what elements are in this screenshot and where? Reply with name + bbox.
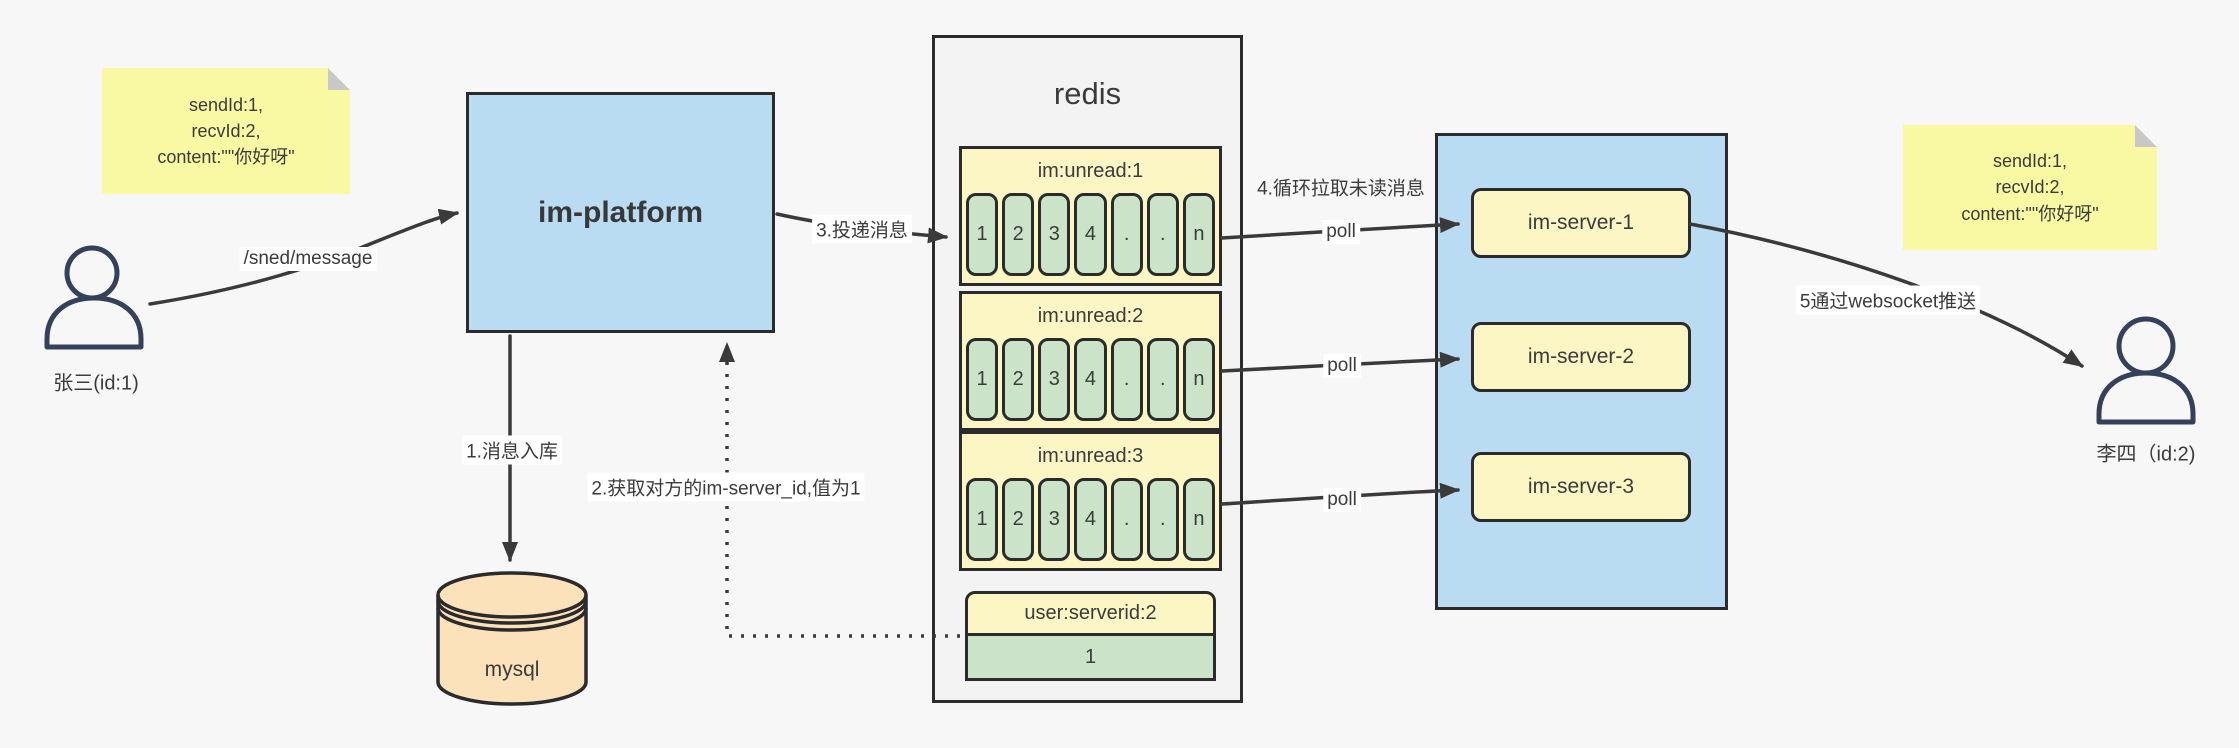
unread-cell: 4 xyxy=(1074,338,1107,421)
unread-cell: n xyxy=(1182,193,1215,276)
unread-list-1-cells: 1 2 3 4 . . n xyxy=(962,193,1219,283)
edge-label-poll-1: poll xyxy=(1322,220,1360,244)
unread-list-2: im:unread:2 1 2 3 4 . . n xyxy=(959,291,1222,431)
im-platform-title: im-platform xyxy=(538,195,703,229)
note-line: recvId:2, xyxy=(191,120,261,141)
user-serverid-box: user:serverid:2 1 xyxy=(965,591,1216,681)
unread-cell: 4 xyxy=(1074,478,1107,561)
unread-cell: 3 xyxy=(1038,193,1071,276)
unread-list-2-name: im:unread:2 xyxy=(1037,304,1144,327)
user-serverid-key: user:serverid:2 xyxy=(965,591,1216,636)
im-server-2-label: im-server-2 xyxy=(1527,345,1635,368)
edge-label-poll-2: poll xyxy=(1323,354,1361,378)
unread-cell: . xyxy=(1146,338,1179,421)
note-fold-corner-icon xyxy=(328,68,350,90)
im-server-3-label: im-server-3 xyxy=(1527,475,1635,498)
edge-label-poll-3: poll xyxy=(1323,488,1361,512)
sticky-note-left: sendId:1, recvId:2, content:""你好呀" xyxy=(102,68,350,194)
redis-container: redis im:unread:1 1 2 3 4 . . n im:unrea… xyxy=(932,35,1243,703)
user-icon-receiver xyxy=(2088,312,2204,433)
edge-label-get-serverid: 2.获取对方的im-server_id,值为1 xyxy=(587,472,865,502)
edge-label-send: /sned/message xyxy=(239,247,377,271)
unread-cell: . xyxy=(1110,193,1143,276)
user-icon-sender xyxy=(36,240,152,361)
note-line: recvId:2, xyxy=(1995,177,2065,198)
edge-label-store: 1.消息入库 xyxy=(462,435,562,465)
edge-label-deliver: 3.投递消息 xyxy=(812,214,912,244)
unread-cell: 4 xyxy=(1074,193,1107,276)
unread-cell: . xyxy=(1146,478,1179,561)
unread-cell: n xyxy=(1182,478,1215,561)
unread-cell: n xyxy=(1182,338,1215,421)
unread-list-3-cells: 1 2 3 4 . . n xyxy=(962,478,1219,568)
unread-cell: 1 xyxy=(966,193,999,276)
unread-cell: 1 xyxy=(966,338,999,421)
note-fold-corner-icon xyxy=(2135,125,2157,147)
im-platform-box: im-platform xyxy=(466,92,775,333)
sender-name-label: 张三(id:1) xyxy=(53,372,139,395)
unread-cell: 2 xyxy=(1002,478,1035,561)
unread-cell: 3 xyxy=(1038,478,1071,561)
note-line: content:""你好呀" xyxy=(1961,203,2099,224)
unread-cell: 3 xyxy=(1038,338,1071,421)
unread-list-1: im:unread:1 1 2 3 4 . . n xyxy=(959,146,1222,286)
im-server-2-box: im-server-2 xyxy=(1471,322,1691,392)
note-line: content:""你好呀" xyxy=(157,147,295,168)
unread-cell: . xyxy=(1110,478,1143,561)
receiver-name-label: 李四（id:2) xyxy=(2096,443,2196,466)
im-server-3-box: im-server-3 xyxy=(1471,452,1691,522)
note-line: sendId:1, xyxy=(1992,151,2068,172)
im-server-1-box: im-server-1 xyxy=(1471,188,1691,258)
unread-cell: 2 xyxy=(1002,338,1035,421)
im-server-1-label: im-server-1 xyxy=(1527,211,1635,234)
user-serverid-value: 1 xyxy=(965,636,1216,681)
unread-list-3: im:unread:3 1 2 3 4 . . n xyxy=(959,431,1222,571)
note-line: sendId:1, xyxy=(188,94,264,115)
redis-title: redis xyxy=(1053,76,1122,111)
unread-list-2-cells: 1 2 3 4 . . n xyxy=(962,338,1219,428)
im-server-group: im-server-1 im-server-2 im-server-3 xyxy=(1435,133,1728,610)
mysql-label: mysql xyxy=(485,658,540,681)
sticky-note-text: sendId:1, recvId:2, content:""你好呀" xyxy=(102,68,350,194)
edge-label-loop-pull: 4.循环拉取未读消息 xyxy=(1257,178,1425,200)
sticky-note-text: sendId:1, recvId:2, content:""你好呀" xyxy=(1903,125,2157,250)
edge-label-websocket-push: 5通过websocket推送 xyxy=(1795,285,1981,315)
sticky-note-right: sendId:1, recvId:2, content:""你好呀" xyxy=(1903,125,2157,250)
unread-list-1-name: im:unread:1 xyxy=(1037,159,1144,182)
unread-cell: . xyxy=(1110,338,1143,421)
unread-list-3-name: im:unread:3 xyxy=(1037,444,1144,467)
unread-cell: 1 xyxy=(966,478,999,561)
mysql-database-icon: mysql xyxy=(435,570,589,715)
unread-cell: 2 xyxy=(1002,193,1035,276)
unread-cell: . xyxy=(1146,193,1179,276)
